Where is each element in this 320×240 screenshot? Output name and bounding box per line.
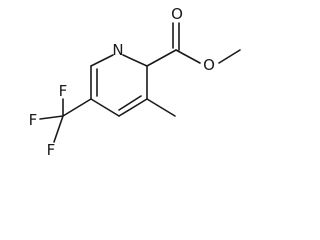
bond-c2-carbonyl: [146, 49, 177, 67]
bond-c3-c4-inner: [118, 95, 142, 111]
molecule-drawing: N O O F F F: [29, 5, 241, 159]
bond-c5-cf3: [62, 98, 92, 117]
bond-c6-n: [90, 54, 114, 67]
bond-c3-methyl: [146, 98, 176, 117]
atom-label-nitrogen: N: [112, 41, 123, 59]
bond-cf3-f-bottom: [53, 115, 64, 143]
bond-c4-c5: [90, 98, 120, 117]
atom-label-fluorine-bottom: F: [47, 141, 56, 159]
bond-c3-c4: [118, 98, 148, 117]
atom-label-carbonyl-oxygen: O: [171, 5, 183, 23]
structure-diagram: N O O F F F: [29, 5, 241, 159]
atom-label-fluorine-top: F: [59, 82, 68, 100]
atom-label-fluorine-left: F: [29, 111, 38, 129]
bond-cf3-f-left: [39, 115, 64, 120]
bond-n-c2: [122, 54, 148, 67]
bond-ester-o-methyl: [218, 49, 241, 64]
bond-carbonyl-ester-o: [175, 49, 201, 64]
atom-label-ester-oxygen: O: [203, 56, 215, 74]
